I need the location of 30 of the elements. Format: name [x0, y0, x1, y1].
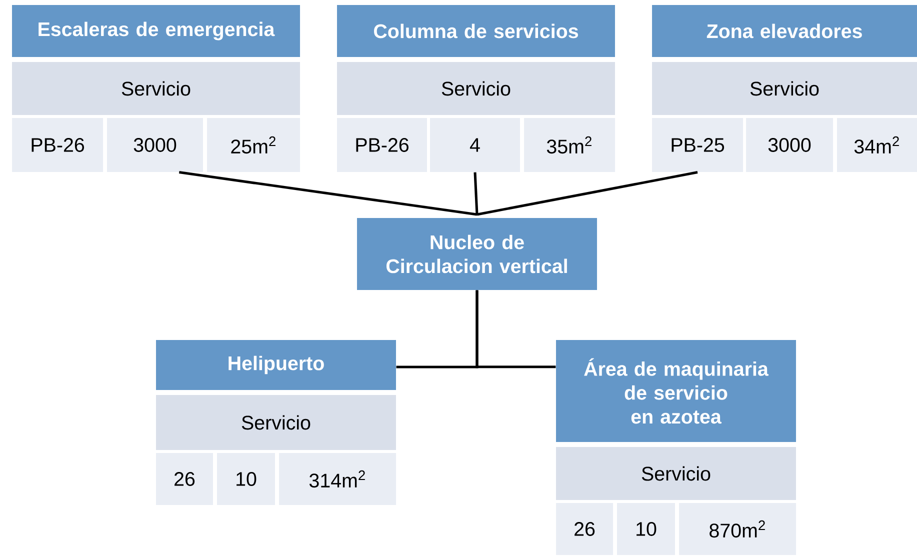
table-cell: PB-25 [652, 118, 744, 172]
table-cell: 26 [156, 453, 213, 505]
header-box: Helipuerto [156, 340, 396, 390]
service-row: Servicio [156, 394, 396, 450]
service-row: Servicio [337, 62, 615, 115]
table-cell: 314m$^{2}$ [279, 453, 396, 505]
table-cell: 3000 [746, 118, 834, 172]
service-row: Servicio [556, 447, 796, 500]
table-cell: 3000 [107, 118, 203, 172]
table-cell: 4 [430, 118, 520, 172]
service-row: Servicio [652, 62, 917, 115]
header-box: Área de maquinaria de servicio en azotea [556, 340, 796, 442]
connector-line [476, 290, 556, 368]
connector-line [474, 172, 478, 215]
table-cell: 870m$^{2}$ [679, 503, 796, 555]
table-cell: 35m$^{2}$ [524, 118, 616, 172]
table-cell: PB-26 [337, 118, 427, 172]
table-cell: 26 [556, 503, 614, 555]
service-row: Servicio [12, 62, 300, 115]
header-box: Columna de servicios [337, 5, 615, 57]
header-box: Escaleras de emergencia [12, 5, 300, 57]
table-cell: PB-26 [12, 118, 104, 172]
table-cell: 25m$^{2}$ [207, 118, 300, 172]
table-cell: 34m$^{2}$ [837, 118, 917, 172]
connector-line [476, 171, 698, 216]
table-cell: 10 [217, 453, 275, 505]
header-box: Zona elevadores [652, 5, 917, 57]
header-box: Nucleo de Circulacion vertical [357, 218, 597, 290]
table-cell: 10 [617, 503, 675, 555]
connector-line [178, 171, 478, 216]
